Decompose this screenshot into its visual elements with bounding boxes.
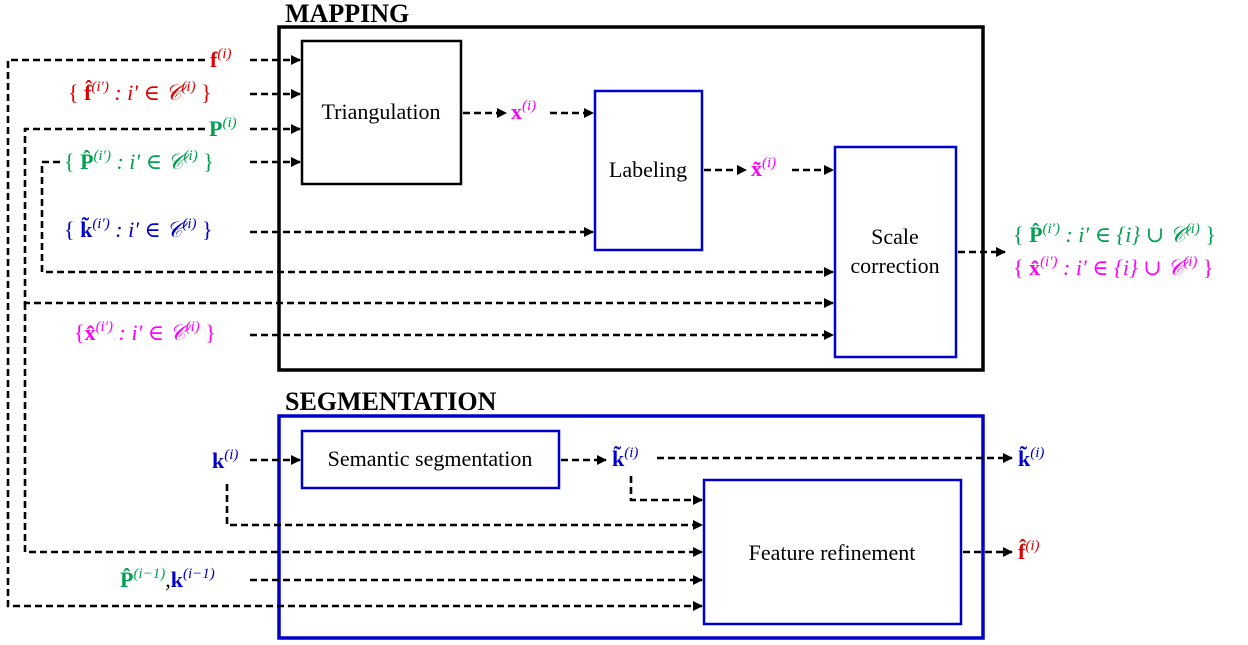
label-f: f(i): [210, 46, 232, 72]
arrow-P-long-to-refinement: [23, 303, 703, 557]
feature-refinement-box: [702, 478, 963, 626]
arrow-f-long-to-refinement: [6, 58, 703, 611]
triangulation-label: Triangulation: [322, 99, 441, 124]
label-ktilde: k̃(i): [612, 445, 638, 471]
scale-correction-box: [833, 145, 958, 359]
label-out-x-set: { x̂̂(i′) : i′ ∈ {i} ∪ 𝒞(i) }: [1013, 254, 1213, 280]
label-x: x(i): [511, 98, 536, 124]
arrow-k-branch-to-refinement: [225, 484, 703, 530]
triangulation-box: [300, 39, 463, 186]
label-fhat-set: { f̂(i′) : i′ ∈ 𝒞(i) }: [68, 79, 212, 105]
arrow-ktilde-to-refinement: [629, 476, 703, 505]
semantic-segmentation-box: [300, 429, 561, 490]
label-Pprev-kprev: P̂(i−1),k(i−1): [120, 566, 215, 592]
mapping-frame: [277, 25, 985, 372]
feature-refinement-label: Feature refinement: [749, 540, 916, 565]
arrow-Phat-branch-to-scale: [40, 160, 834, 277]
label-Phat-set: { P̂(i′) : i′ ∈ 𝒞(i) }: [64, 148, 214, 174]
label-ktilde-set: { k̃(i′) : i′ ∈ 𝒞(i) }: [64, 216, 213, 242]
labeling-label: Labeling: [609, 157, 687, 182]
label-fhat-out: f̂(i): [1018, 538, 1040, 564]
label-xtilde: x̃(i): [751, 155, 776, 181]
label-out-P-set: { P̂(i′) : i′ ∈ {i} ∪ 𝒞(i) }: [1013, 221, 1216, 247]
label-ktilde-out: k̃(i): [1018, 445, 1044, 471]
arrow-P-branch-to-scale: [23, 127, 834, 308]
mapping-title: MAPPING: [285, 0, 409, 28]
segmentation-frame: [277, 414, 985, 640]
segmentation-title: SEGMENTATION: [285, 387, 497, 416]
semantic-segmentation-label: Semantic segmentation: [328, 446, 533, 471]
label-P: P(i): [209, 115, 237, 141]
labeling-box: [593, 89, 704, 252]
scale-correction-label-1: Scale: [871, 224, 919, 249]
label-xhat-set: {x̂̂(i′) : i′ ∈ 𝒞(i) }: [74, 319, 216, 345]
label-k: k(i): [212, 447, 238, 473]
scale-correction-label-2: correction: [850, 253, 939, 278]
